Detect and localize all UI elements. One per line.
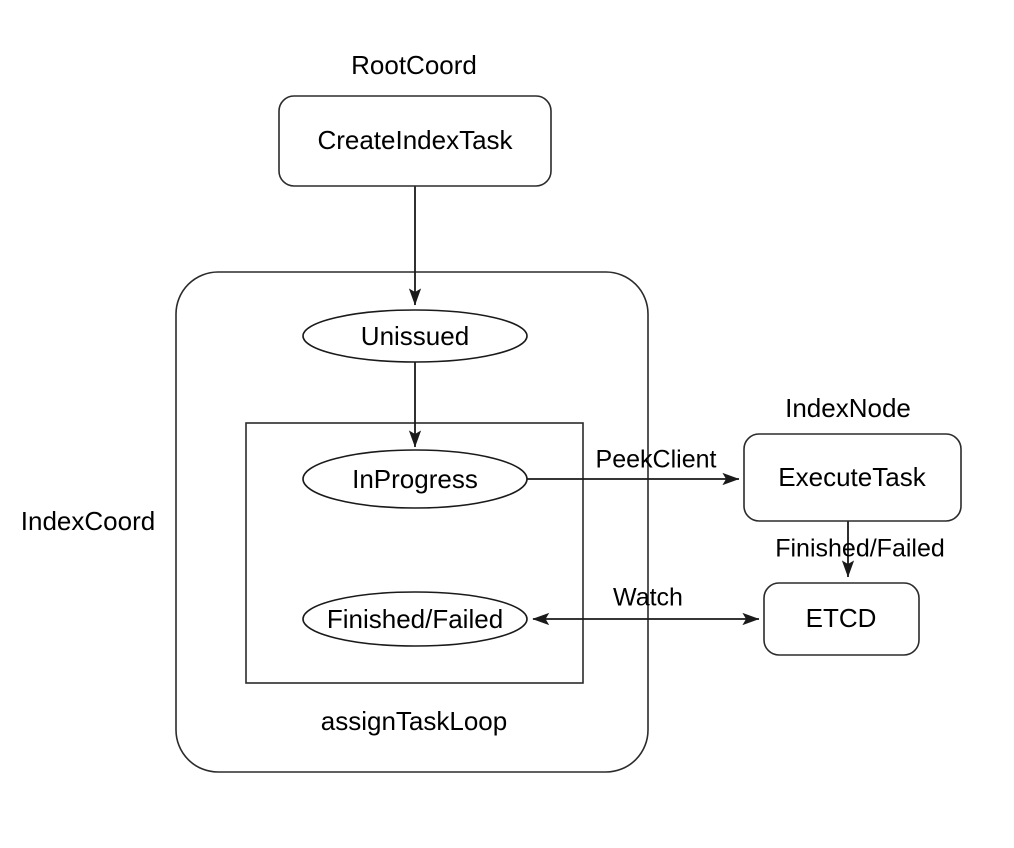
- node-finished-failed[interactable]: Finished/Failed: [302, 591, 528, 647]
- node-execute-task[interactable]: ExecuteTask: [743, 433, 962, 522]
- group-indexcoord: IndexCoord: [21, 271, 649, 773]
- edge-label-watch: Watch: [613, 584, 683, 612]
- assigntaskloop-label: assignTaskLoop: [321, 706, 507, 736]
- edge-label-peekclient: PeekClient: [596, 446, 717, 474]
- inprogress-label: InProgress: [352, 464, 478, 494]
- execute-task-label: ExecuteTask: [778, 462, 926, 492]
- indexcoord-container: [175, 271, 649, 773]
- indexnode-label: IndexNode: [785, 393, 911, 423]
- rootcoord-label: RootCoord: [351, 50, 477, 80]
- create-index-task-label: CreateIndexTask: [317, 125, 513, 155]
- edge-inprogress-to-execute: PeekClient: [527, 446, 740, 486]
- node-inprogress[interactable]: InProgress: [302, 449, 528, 509]
- edge-execute-to-etcd: Finished/Failed: [775, 521, 945, 578]
- edge-etcd-to-finished: Watch: [532, 584, 760, 626]
- node-unissued[interactable]: Unissued: [302, 309, 528, 363]
- unissued-label: Unissued: [361, 321, 469, 351]
- etcd-box[interactable]: [763, 582, 920, 656]
- inprogress-ellipse[interactable]: [302, 449, 528, 509]
- finished-failed-ellipse[interactable]: [302, 591, 528, 647]
- finished-failed-label: Finished/Failed: [327, 604, 503, 634]
- unissued-ellipse[interactable]: [302, 309, 528, 363]
- create-index-task-box[interactable]: [278, 95, 552, 187]
- execute-task-box[interactable]: [743, 433, 962, 522]
- edge-label-finished-failed: Finished/Failed: [775, 535, 945, 563]
- indexcoord-label: IndexCoord: [21, 506, 155, 536]
- etcd-label: ETCD: [806, 603, 877, 633]
- node-etcd[interactable]: ETCD: [763, 582, 920, 656]
- node-create-index-task[interactable]: CreateIndexTask: [278, 95, 552, 187]
